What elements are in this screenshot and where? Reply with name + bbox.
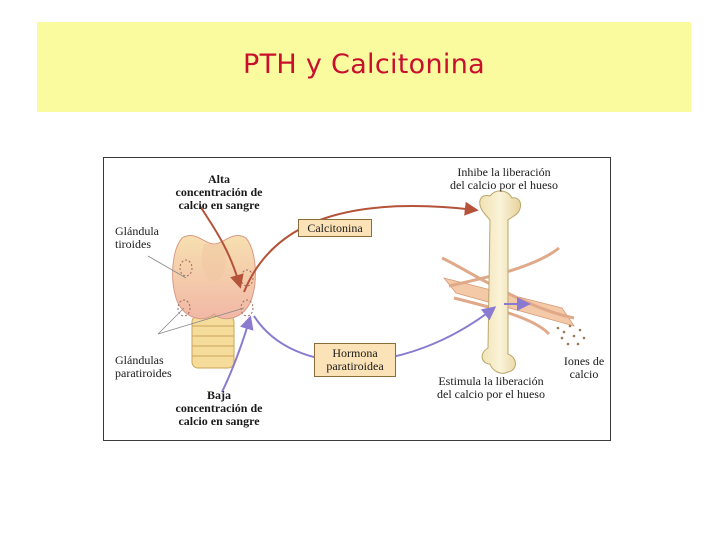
page-title: PTH y Calcitonina [243, 49, 485, 80]
thyroid-gland-shape [172, 235, 256, 320]
high-calcium-label: Alta concentración de calcio en sangre [167, 173, 271, 212]
thyroid-gland-label: Glándula tiroides [115, 225, 159, 251]
calcium-ions-line-1: Iones de [563, 354, 605, 368]
high-calcium-line-2: concentración de [175, 185, 263, 199]
calcium-regulation-diagram: Alta concentración de calcio en sangre G… [103, 157, 611, 441]
low-calcium-label: Baja concentración de calcio en sangre [167, 389, 271, 428]
low-calcium-line-3: calcio en sangre [178, 414, 260, 428]
low-calcium-line-2: concentración de [175, 401, 263, 415]
diagram-artwork [147, 190, 586, 393]
parathyroid-glands-label: Glándulas paratiroides [115, 354, 172, 380]
stimulate-release-label: Estimula la liberación del calcio por el… [416, 375, 566, 401]
thyroid-gland-line-2: tiroides [115, 237, 151, 251]
pth-box: Hormona paratiroidea [314, 343, 396, 377]
calcitonin-box: Calcitonina [298, 219, 372, 237]
calcitonin-arrow [199, 201, 479, 293]
title-band: PTH y Calcitonina [37, 22, 691, 112]
inhibit-release-line-1: Inhibe la liberación [457, 165, 551, 179]
calcium-ions-line-2: calcio [569, 367, 599, 381]
parathyroid-glands-line-1: Glándulas [115, 353, 164, 367]
leader-lines [147, 255, 245, 335]
stimulate-release-line-2: del calcio por el hueso [437, 387, 545, 401]
pth-box-line-1: Hormona [332, 346, 378, 360]
thyroid-gland-line-1: Glándula [115, 224, 159, 238]
inhibit-release-label: Inhibe la liberación del calcio por el h… [429, 166, 579, 192]
trachea [191, 315, 235, 369]
stimulate-release-line-1: Estimula la liberación [438, 374, 544, 388]
high-calcium-line-3: calcio en sangre [178, 198, 260, 212]
parathyroid-gland-marks [177, 259, 254, 317]
parathyroid-glands-line-2: paratiroides [115, 366, 172, 380]
bone [441, 190, 575, 374]
pth-box-line-2: paratiroidea [326, 359, 384, 373]
low-calcium-line-1: Baja [207, 388, 231, 402]
high-calcium-line-1: Alta [208, 172, 230, 186]
calcium-ion-dots [556, 324, 586, 346]
calcium-ions-label: Iones de calcio [556, 355, 612, 381]
inhibit-release-line-2: del calcio por el hueso [450, 178, 558, 192]
